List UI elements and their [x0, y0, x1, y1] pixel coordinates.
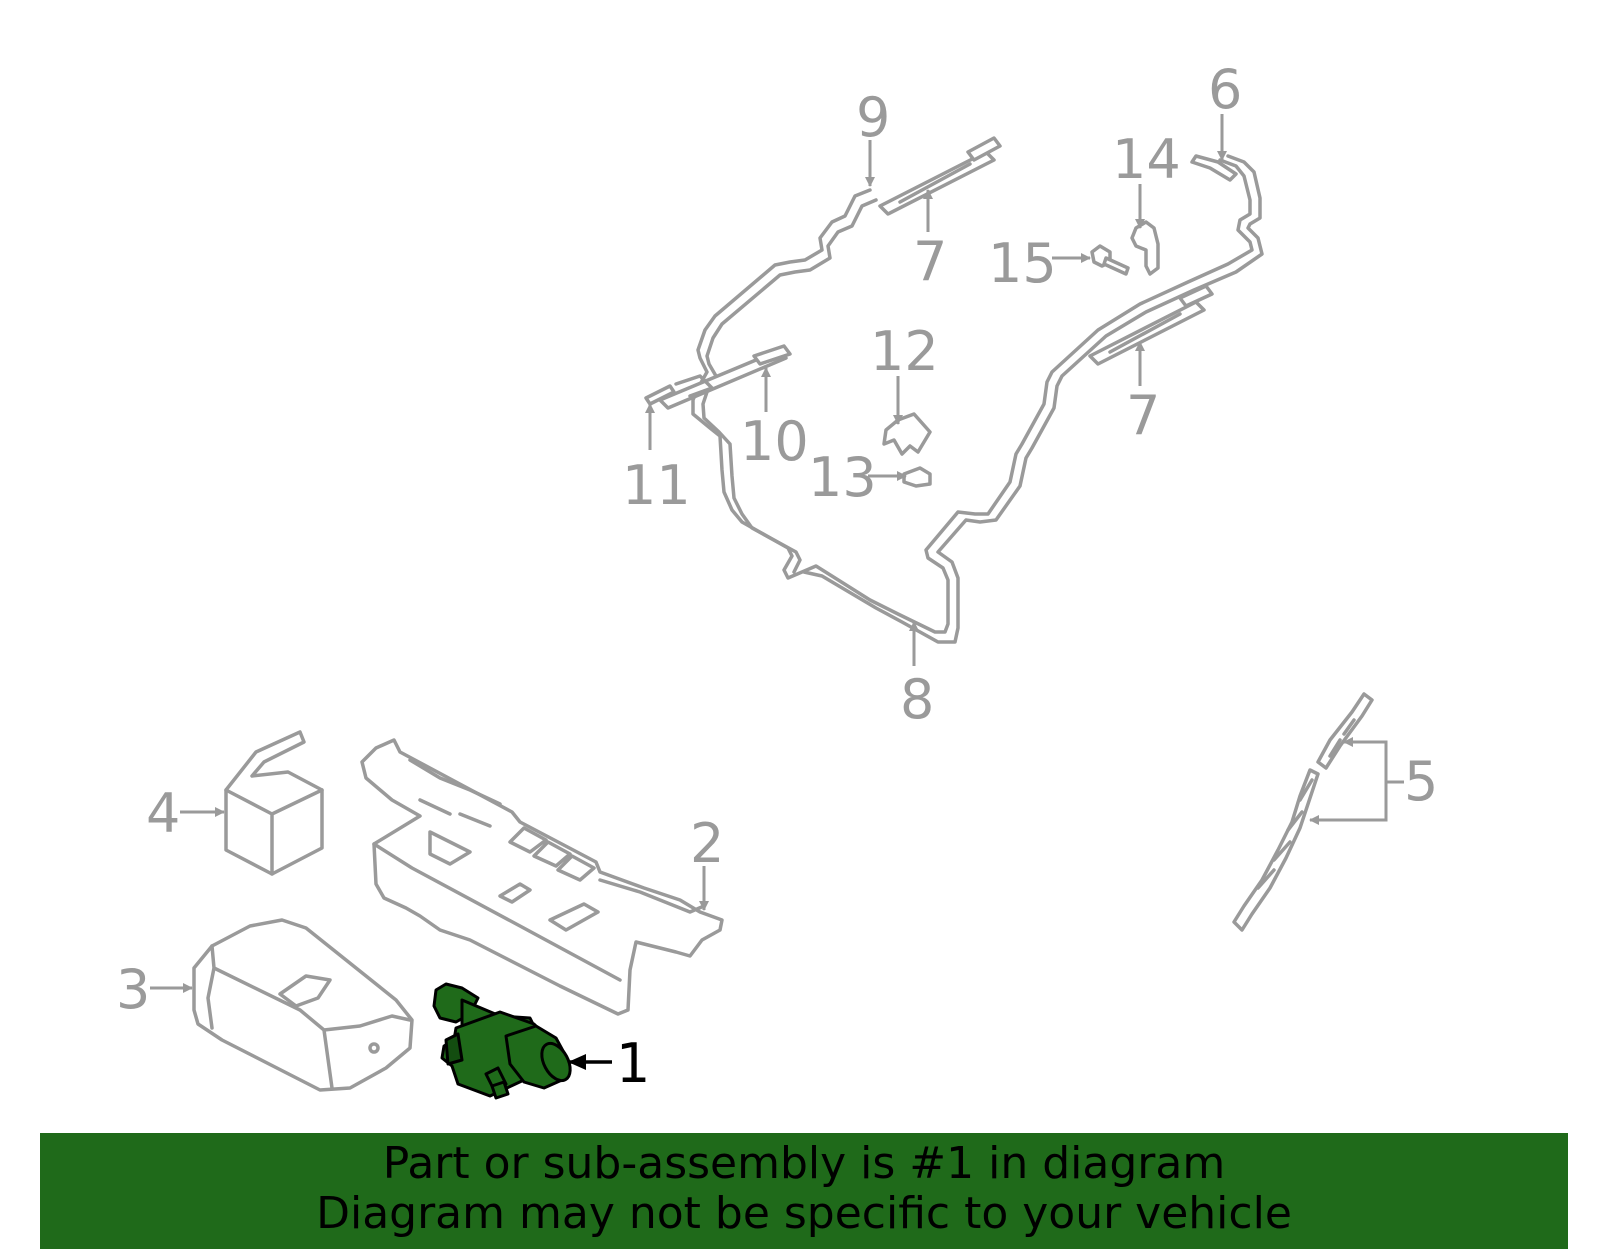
washer-nozzle-part-9 [878, 136, 1002, 216]
callout-9: 9 [856, 86, 890, 149]
hose-clip-part-13 [902, 466, 932, 488]
washer-jet-part-7 [1088, 284, 1214, 366]
hose-clip-part-12 [882, 412, 932, 456]
hose-connector-part-11 [644, 384, 676, 406]
bolt-part-15 [1090, 244, 1130, 276]
banner-line-2: Diagram may not be specific to your vehi… [316, 1188, 1292, 1239]
callout-5: 5 [1404, 750, 1438, 813]
reservoir-cover-part-4 [224, 730, 324, 876]
callout-1: 1 [616, 1032, 650, 1095]
washer-reservoir-part-3 [192, 918, 414, 1092]
callout-13: 13 [808, 446, 877, 509]
banner-line-1: Part or sub-assembly is #1 in diagram [382, 1138, 1226, 1189]
callout-12: 12 [870, 320, 939, 383]
callout-14: 14 [1112, 128, 1181, 191]
washer-nozzle-part-10 [658, 344, 792, 410]
parts-diagram: 9 7 6 14 15 7 12 10 11 13 8 5 2 4 3 1 [116, 58, 1438, 1100]
washer-hose-part-8 [691, 154, 1264, 644]
seal-part-5 [1232, 692, 1374, 932]
callout-7-right: 7 [1126, 384, 1160, 447]
bracket-part-14 [1130, 220, 1160, 276]
callout-3: 3 [116, 958, 150, 1021]
callout-11: 11 [622, 454, 691, 517]
washer-pump-part-1 [432, 982, 572, 1100]
callout-15: 15 [988, 232, 1057, 295]
callout-10: 10 [740, 410, 809, 473]
callout-7-left: 7 [913, 230, 947, 293]
shield-part-2 [360, 738, 724, 1016]
callout-8: 8 [900, 668, 934, 731]
callout-leaders [150, 114, 1404, 1070]
callout-4: 4 [146, 782, 180, 845]
info-banner: Part or sub-assembly is #1 in diagram Di… [40, 1133, 1568, 1249]
washer-nozzle-part-6 [1190, 154, 1238, 182]
callout-2: 2 [690, 812, 724, 875]
callout-6: 6 [1208, 58, 1242, 121]
